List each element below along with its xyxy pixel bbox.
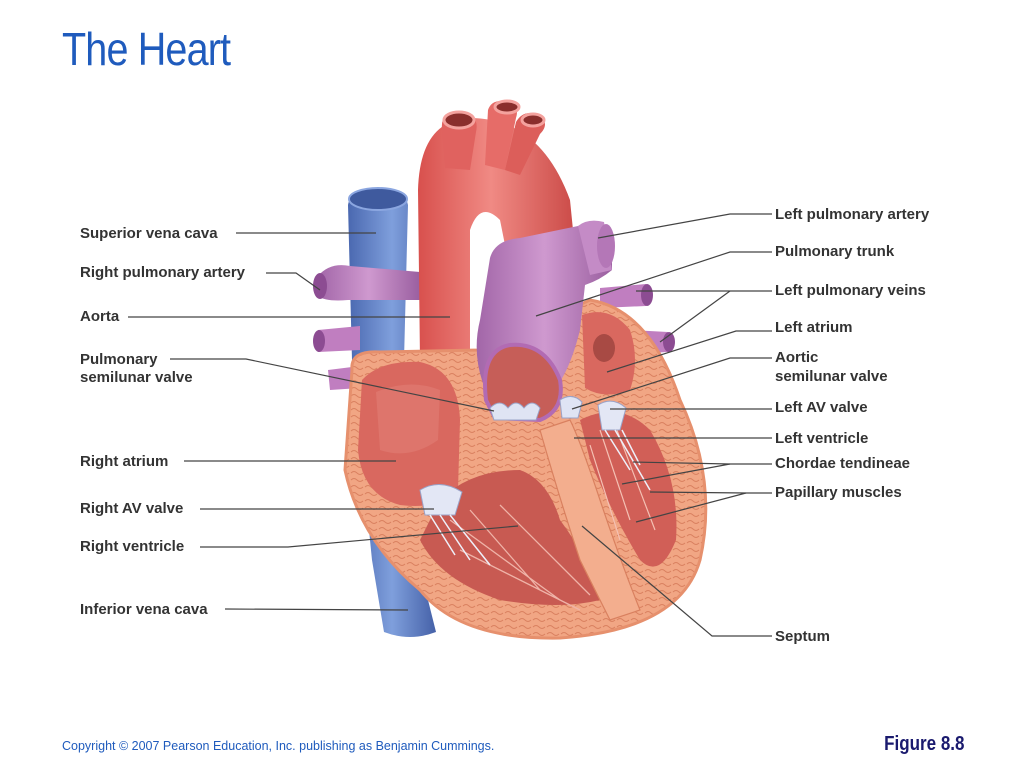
- label-pulmonary-semilunar-valve-line2: semilunar valve: [80, 369, 193, 386]
- left-ventricle-chamber: [580, 412, 677, 567]
- label-chordae-tendineae: Chordae tendineae: [775, 455, 911, 472]
- label-aortic-semilunar-valve-line1: Aortic: [775, 349, 819, 366]
- label-right-av-valve: Right AV valve: [80, 500, 184, 517]
- label-right-ventricle: Right ventricle: [80, 538, 185, 555]
- leader-left-atrium: [606, 330, 772, 373]
- label-left-atrium: Left atrium: [775, 319, 853, 336]
- aorta-shape: [418, 118, 580, 380]
- leader-left-pulmonary-artery: [597, 213, 772, 239]
- figure-number: Figure 8.8: [883, 733, 964, 755]
- label-papillary-muscles: Papillary muscles: [775, 484, 902, 501]
- leader-aortic-semilunar-valve: [571, 357, 772, 410]
- left-pulmonary-vein-shape: [600, 284, 649, 308]
- label-left-ventricle: Left ventricle: [775, 430, 869, 447]
- septum-wall: [539, 419, 641, 621]
- leader-right-ventricle: [200, 525, 519, 548]
- leader-lines: [128, 213, 772, 637]
- right-av-valve-shape: [419, 484, 463, 516]
- label-inferior-vena-cava: Inferior vena cava: [80, 601, 208, 618]
- label-aortic-semilunar-valve-line2: semilunar valve: [775, 368, 888, 385]
- label-superior-vena-cava: Superior vena cava: [80, 225, 218, 242]
- leader-pulmonary-trunk: [535, 251, 772, 317]
- copyright-text: Copyright © 2007 Pearson Education, Inc.…: [62, 739, 495, 753]
- label-pulmonary-trunk: Pulmonary trunk: [775, 243, 895, 260]
- right-pulmonary-vein-shape: [318, 326, 360, 352]
- pulmonary-valve-shape: [489, 402, 541, 421]
- page-title: The Heart: [62, 23, 231, 75]
- right-ventricle-chamber: [420, 470, 600, 605]
- superior-vena-cava-opening: [348, 187, 408, 211]
- aortic-valve-shape: [559, 396, 583, 419]
- label-septum: Septum: [775, 628, 831, 645]
- label-right-pulmonary-artery: Right pulmonary artery: [80, 264, 246, 281]
- leader-septum: [581, 525, 772, 637]
- label-aorta: Aorta: [80, 308, 120, 325]
- leader-right-pulmonary-artery: [266, 272, 321, 291]
- label-left-pulmonary-veins: Left pulmonary veins: [775, 282, 926, 299]
- label-right-atrium: Right atrium: [80, 453, 169, 470]
- label-left-pulmonary-artery: Left pulmonary artery: [775, 206, 930, 223]
- leader-pulmonary-semilunar-valve: [170, 358, 495, 412]
- label-left-av-valve: Left AV valve: [775, 399, 868, 416]
- leader-inferior-vena-cava: [224, 608, 409, 611]
- label-pulmonary-semilunar-valve-line1: Pulmonary: [80, 351, 158, 368]
- right-pulmonary-artery-shape: [318, 265, 420, 301]
